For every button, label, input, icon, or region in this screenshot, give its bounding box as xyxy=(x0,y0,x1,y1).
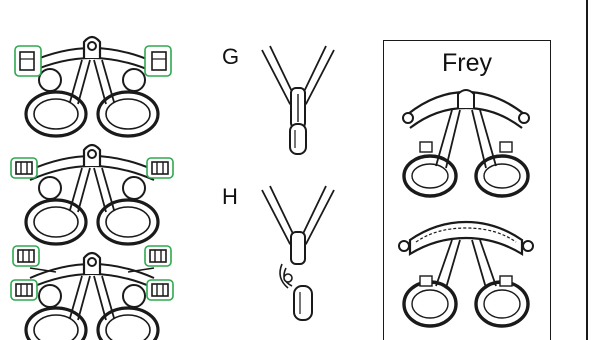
harness-illustration-1 xyxy=(14,35,172,138)
page-divider xyxy=(586,0,588,340)
buckle-icon xyxy=(144,45,172,77)
buckle-icon xyxy=(10,279,38,301)
buckle-icon xyxy=(14,45,42,77)
harness-illustration-2 xyxy=(10,143,174,246)
step-label-h: H xyxy=(222,184,238,209)
step-label-g: G xyxy=(222,44,240,69)
frey-harness-1 xyxy=(402,89,530,198)
buckle-icon xyxy=(144,245,172,267)
lanyard-h-illustration xyxy=(261,185,335,321)
frey-panel-title: Frey xyxy=(442,49,492,77)
buckle-icon xyxy=(12,245,40,267)
harness-illustration-3 xyxy=(10,245,174,340)
lanyard-g-illustration xyxy=(261,45,335,155)
frey-panel: Frey xyxy=(383,40,551,340)
frey-harness-2 xyxy=(398,220,534,328)
buckle-icon xyxy=(146,279,174,301)
buckle-icon xyxy=(10,157,38,179)
carabiner-icon xyxy=(289,87,307,155)
carabiner-icon xyxy=(279,231,313,321)
buckle-icon xyxy=(146,157,174,179)
